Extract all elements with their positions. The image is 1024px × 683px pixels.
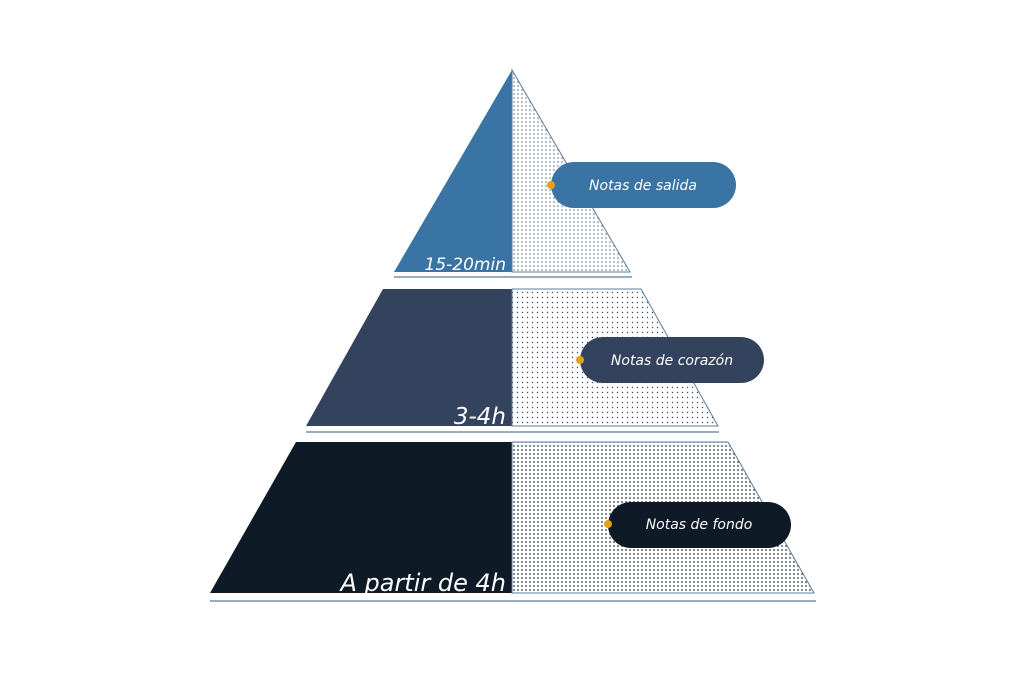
tier-top: 15-20min Notas de salida xyxy=(394,68,736,278)
tier-bottom: A partir de 4h Notas de fondo xyxy=(210,441,816,602)
tier-top-tag-label: Notas de salida xyxy=(589,178,697,194)
tier-middle-connector-dot xyxy=(576,356,584,364)
tier-bottom-solid-half xyxy=(210,442,512,593)
tier-top-tag-pill xyxy=(551,162,736,208)
tier-middle-tag-label: Notas de corazón xyxy=(611,353,733,369)
tier-middle-solid-half xyxy=(306,289,512,426)
tier-middle-tag-pill xyxy=(580,337,764,383)
tier-middle: 3-4h Notas de corazón xyxy=(306,288,764,433)
tier-bottom-tag-pill xyxy=(608,502,791,548)
tier-middle-time-label: 3-4h xyxy=(454,404,506,430)
tier-top-time-label: 15-20min xyxy=(425,255,506,275)
tier-bottom-connector-dot xyxy=(604,520,612,528)
tier-bottom-tag-label: Notas de fondo xyxy=(646,517,753,533)
tier-top-solid-half xyxy=(394,70,512,272)
tier-bottom-time-label: A partir de 4h xyxy=(338,569,506,597)
tier-top-connector-dot xyxy=(547,181,555,189)
